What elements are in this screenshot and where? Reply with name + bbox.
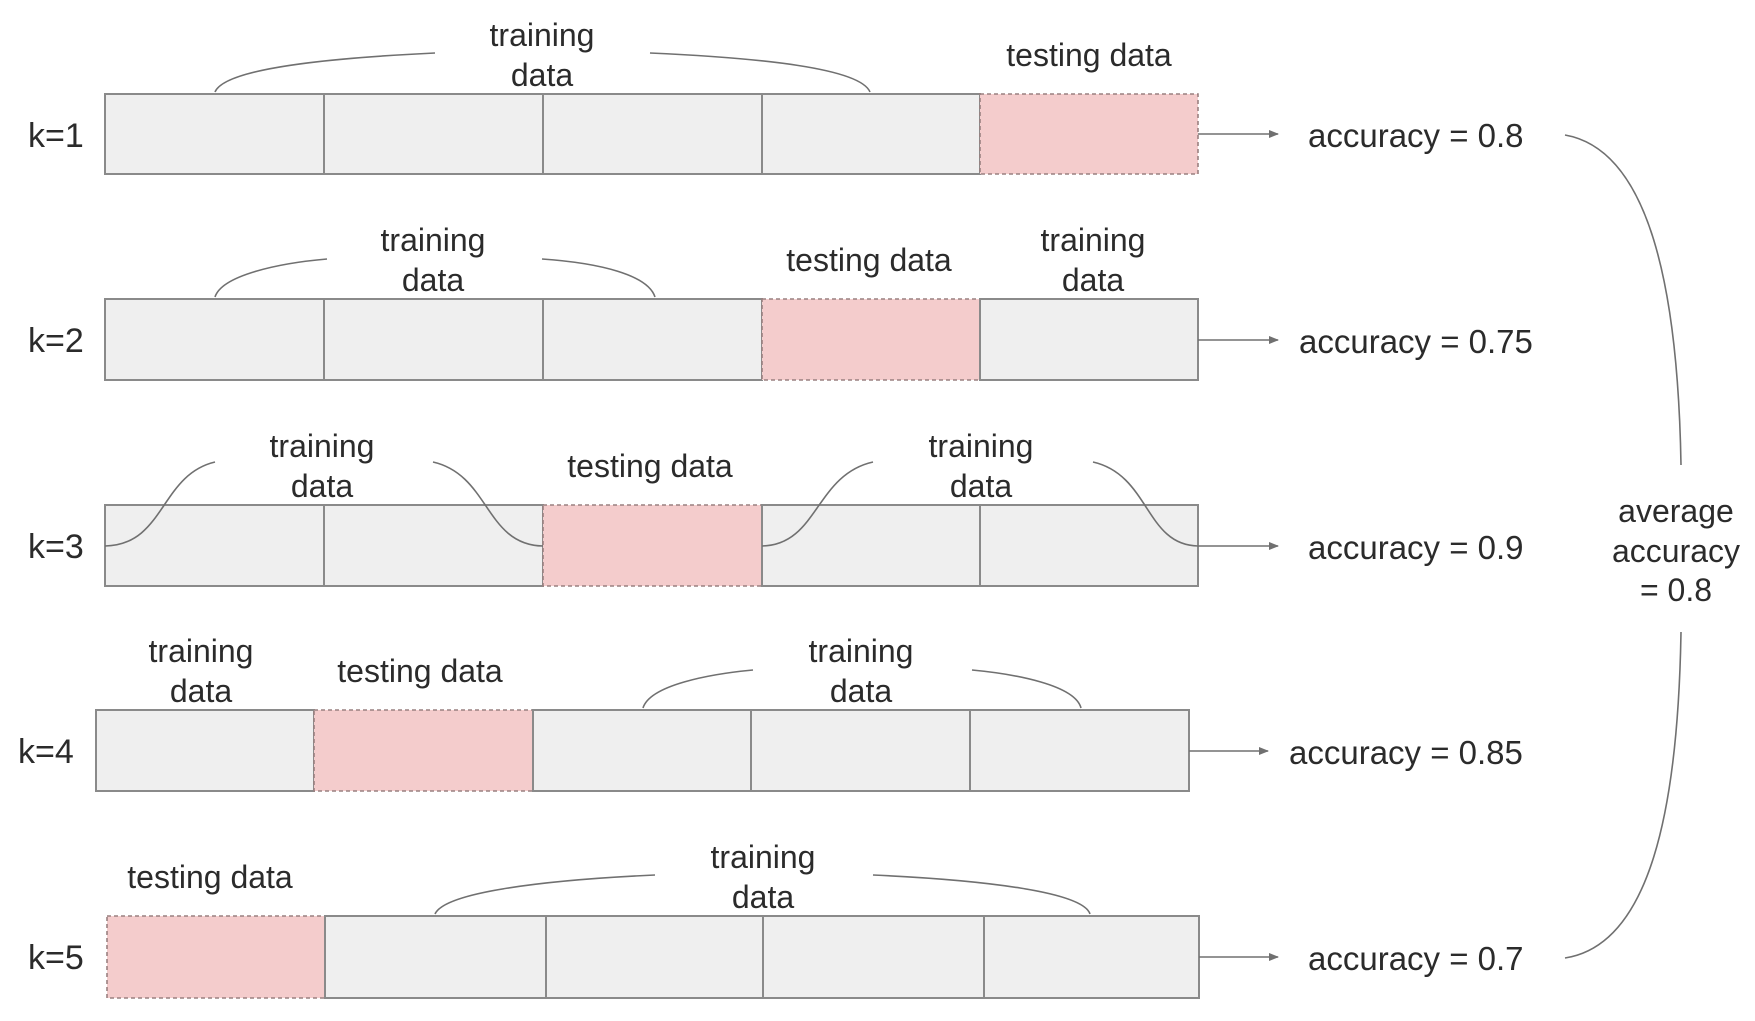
fold-label: k=1 bbox=[28, 117, 84, 155]
bracket-training-1 bbox=[434, 874, 1091, 915]
segment-training bbox=[323, 93, 544, 175]
training-data-label: data bbox=[732, 879, 794, 915]
bracket-training-1 bbox=[214, 52, 871, 93]
segment-testing bbox=[313, 709, 534, 792]
segment-training bbox=[324, 915, 547, 999]
testing-data-label: testing data bbox=[127, 859, 293, 895]
average-accuracy-group: average accuracy = 0.8 bbox=[1564, 134, 1740, 959]
training-data-label: training bbox=[149, 633, 254, 669]
training-data-label: training bbox=[1041, 222, 1146, 258]
bracket-training-2 bbox=[642, 669, 1082, 709]
fold-bar bbox=[106, 915, 1200, 999]
fold-label: k=5 bbox=[28, 939, 84, 977]
accuracy-label: accuracy = 0.7 bbox=[1308, 940, 1524, 977]
segment-training bbox=[104, 298, 325, 381]
average-accuracy-label: accuracy bbox=[1612, 533, 1740, 569]
segment-training bbox=[983, 915, 1200, 999]
testing-data-label: testing data bbox=[567, 448, 733, 484]
fold-row-3: k=3 training data testing data training … bbox=[28, 428, 1524, 587]
segment-training bbox=[761, 504, 981, 587]
segment-training bbox=[323, 298, 544, 381]
accuracy-label: accuracy = 0.8 bbox=[1308, 117, 1524, 154]
segment-training bbox=[979, 504, 1199, 587]
training-data-label: training bbox=[270, 428, 375, 464]
bracket-training-1 bbox=[104, 461, 544, 547]
average-accuracy-label: = 0.8 bbox=[1640, 572, 1712, 608]
training-data-label: data bbox=[291, 468, 353, 504]
fold-label: k=4 bbox=[18, 733, 74, 771]
fold-row-5: k=5 testing data training data accuracy … bbox=[28, 839, 1524, 999]
testing-data-label: testing data bbox=[1006, 37, 1172, 73]
fold-label: k=3 bbox=[28, 528, 84, 566]
training-data-label: training bbox=[809, 633, 914, 669]
segment-training bbox=[542, 298, 763, 381]
training-data-label: training bbox=[490, 17, 595, 53]
fold-bar bbox=[104, 93, 1199, 175]
segment-training bbox=[542, 93, 763, 175]
testing-data-label: testing data bbox=[786, 242, 952, 278]
segment-training bbox=[104, 93, 325, 175]
segment-training bbox=[545, 915, 764, 999]
training-data-label: data bbox=[950, 468, 1012, 504]
bracket-training-1 bbox=[214, 258, 656, 298]
segment-testing bbox=[106, 915, 326, 999]
training-data-label: data bbox=[1062, 262, 1124, 298]
accuracy-label: accuracy = 0.85 bbox=[1289, 734, 1523, 771]
training-data-label: training bbox=[711, 839, 816, 875]
bracket-training-2 bbox=[761, 461, 1199, 547]
segment-training bbox=[979, 298, 1199, 381]
segment-training bbox=[969, 709, 1190, 792]
segment-training bbox=[762, 915, 985, 999]
fold-row-1: k=1 training data testing data accuracy … bbox=[28, 17, 1524, 175]
fold-row-4: k=4 training data testing data training … bbox=[18, 633, 1523, 792]
fold-bar bbox=[95, 709, 1190, 792]
fold-bar bbox=[104, 504, 1199, 587]
segment-testing bbox=[979, 93, 1199, 175]
average-brace bbox=[1564, 134, 1682, 959]
testing-data-label: testing data bbox=[337, 653, 503, 689]
segment-training bbox=[750, 709, 971, 792]
fold-bar bbox=[104, 298, 1199, 381]
segment-training bbox=[95, 709, 315, 792]
segment-training bbox=[323, 504, 544, 587]
training-data-label: data bbox=[511, 57, 573, 93]
accuracy-label: accuracy = 0.75 bbox=[1299, 323, 1533, 360]
training-data-label: training bbox=[929, 428, 1034, 464]
segment-training bbox=[532, 709, 752, 792]
training-data-label: training bbox=[381, 222, 486, 258]
training-data-label: data bbox=[830, 673, 892, 709]
segment-testing bbox=[542, 504, 763, 587]
training-data-label: data bbox=[170, 673, 232, 709]
segment-testing bbox=[761, 298, 981, 381]
training-data-label: data bbox=[402, 262, 464, 298]
fold-label: k=2 bbox=[28, 322, 84, 360]
segment-training bbox=[761, 93, 981, 175]
average-accuracy-label: average bbox=[1618, 493, 1734, 529]
fold-row-2: k=2 training data testing data training … bbox=[28, 222, 1533, 381]
accuracy-label: accuracy = 0.9 bbox=[1308, 529, 1524, 566]
segment-training bbox=[104, 504, 325, 587]
